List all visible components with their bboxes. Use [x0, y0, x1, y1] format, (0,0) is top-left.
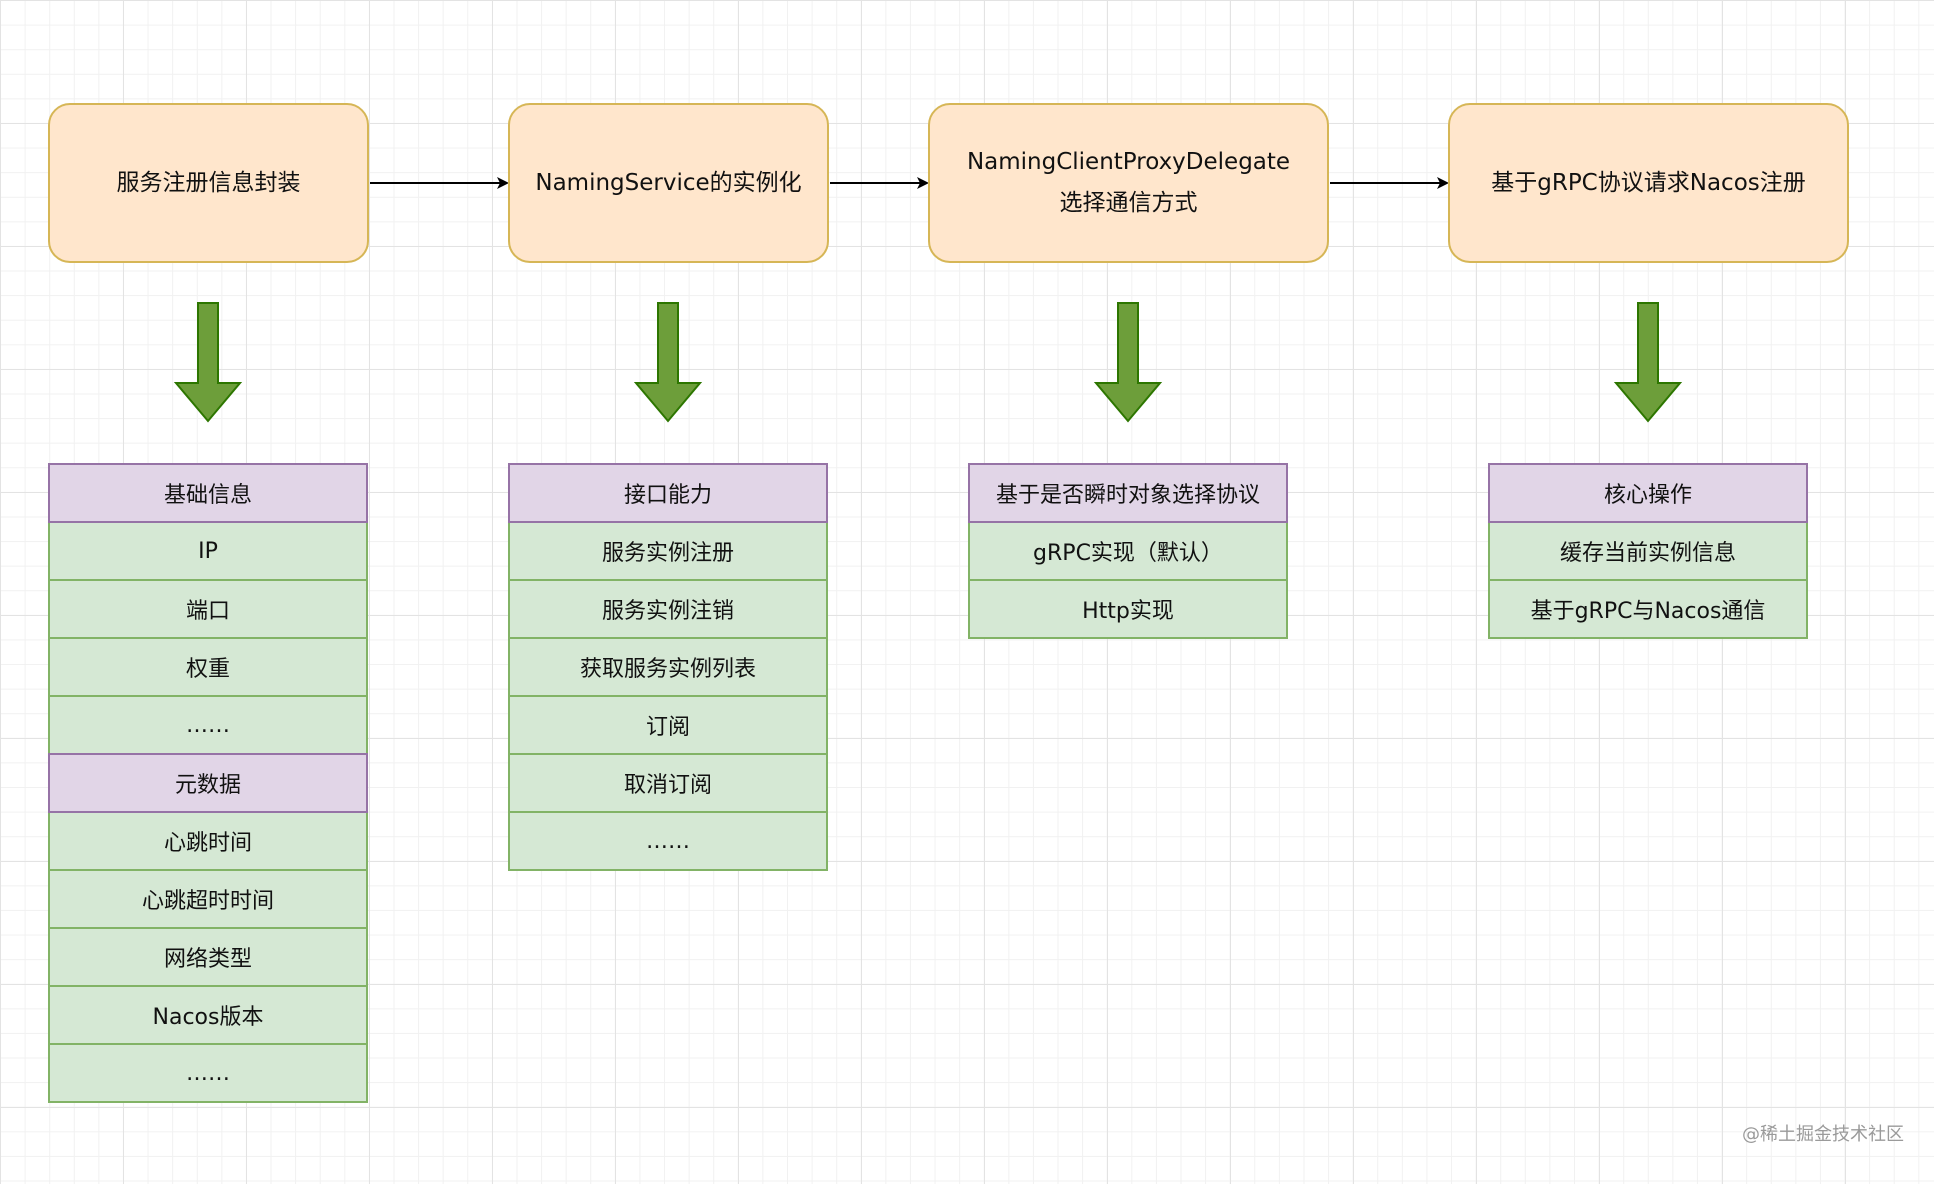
instance-info-table: 基础信息 IP 端口 权重 …… 元数据 心跳时间 心跳超时时间 网络类型 Na…: [48, 463, 368, 1103]
table-row: IP: [48, 521, 368, 581]
table-row: 心跳超时时间: [48, 869, 368, 929]
step-label-line-2: 选择通信方式: [1059, 190, 1198, 216]
table-row: gRPC实现（默认）: [968, 521, 1288, 581]
table-row: 端口: [48, 579, 368, 639]
table-row: ……: [48, 695, 368, 755]
table-row: 服务实例注册: [508, 521, 828, 581]
section-header-protocol-selection: 基于是否瞬时对象选择协议: [968, 463, 1288, 523]
down-arrow-3: [1093, 302, 1163, 423]
table-row: 服务实例注销: [508, 579, 828, 639]
section-header-basic-info: 基础信息: [48, 463, 368, 523]
step-label: NamingClientProxyDelegate: [966, 149, 1291, 175]
watermark: @稀土掘金技术社区: [1742, 1124, 1904, 1145]
step-box-naming-service: NamingService的实例化: [508, 103, 829, 263]
step-label: 服务注册信息封装: [116, 169, 301, 196]
table-row: ……: [48, 1043, 368, 1103]
table-row: ……: [508, 811, 828, 871]
table-row: 权重: [48, 637, 368, 697]
section-header-metadata: 元数据: [48, 753, 368, 813]
table-row: 基于gRPC与Nacos通信: [1488, 579, 1808, 639]
step-box-proxy-delegate: NamingClientProxyDelegate 选择通信方式: [928, 103, 1329, 263]
table-row: 心跳时间: [48, 811, 368, 871]
core-operations-table: 核心操作 缓存当前实例信息 基于gRPC与Nacos通信: [1488, 463, 1808, 639]
table-row: 取消订阅: [508, 753, 828, 813]
step-label: NamingService的实例化: [535, 169, 802, 196]
table-row: 缓存当前实例信息: [1488, 521, 1808, 581]
table-row: Http实现: [968, 579, 1288, 639]
step-box-grpc-register: 基于gRPC协议请求Nacos注册: [1448, 103, 1849, 263]
protocol-selection-table: 基于是否瞬时对象选择协议 gRPC实现（默认） Http实现: [968, 463, 1288, 639]
table-row: 网络类型: [48, 927, 368, 987]
down-arrow-4: [1613, 302, 1683, 423]
step-label: 基于gRPC协议请求Nacos注册: [1491, 169, 1806, 196]
section-header-interface-capability: 接口能力: [508, 463, 828, 523]
table-row: 获取服务实例列表: [508, 637, 828, 697]
down-arrow-2: [633, 302, 703, 423]
section-header-core-operations: 核心操作: [1488, 463, 1808, 523]
step-box-info-packaging: 服务注册信息封装: [48, 103, 369, 263]
table-row: Nacos版本: [48, 985, 368, 1045]
down-arrow-1: [173, 302, 243, 423]
table-row: 订阅: [508, 695, 828, 755]
interface-capability-table: 接口能力 服务实例注册 服务实例注销 获取服务实例列表 订阅 取消订阅 ……: [508, 463, 828, 871]
